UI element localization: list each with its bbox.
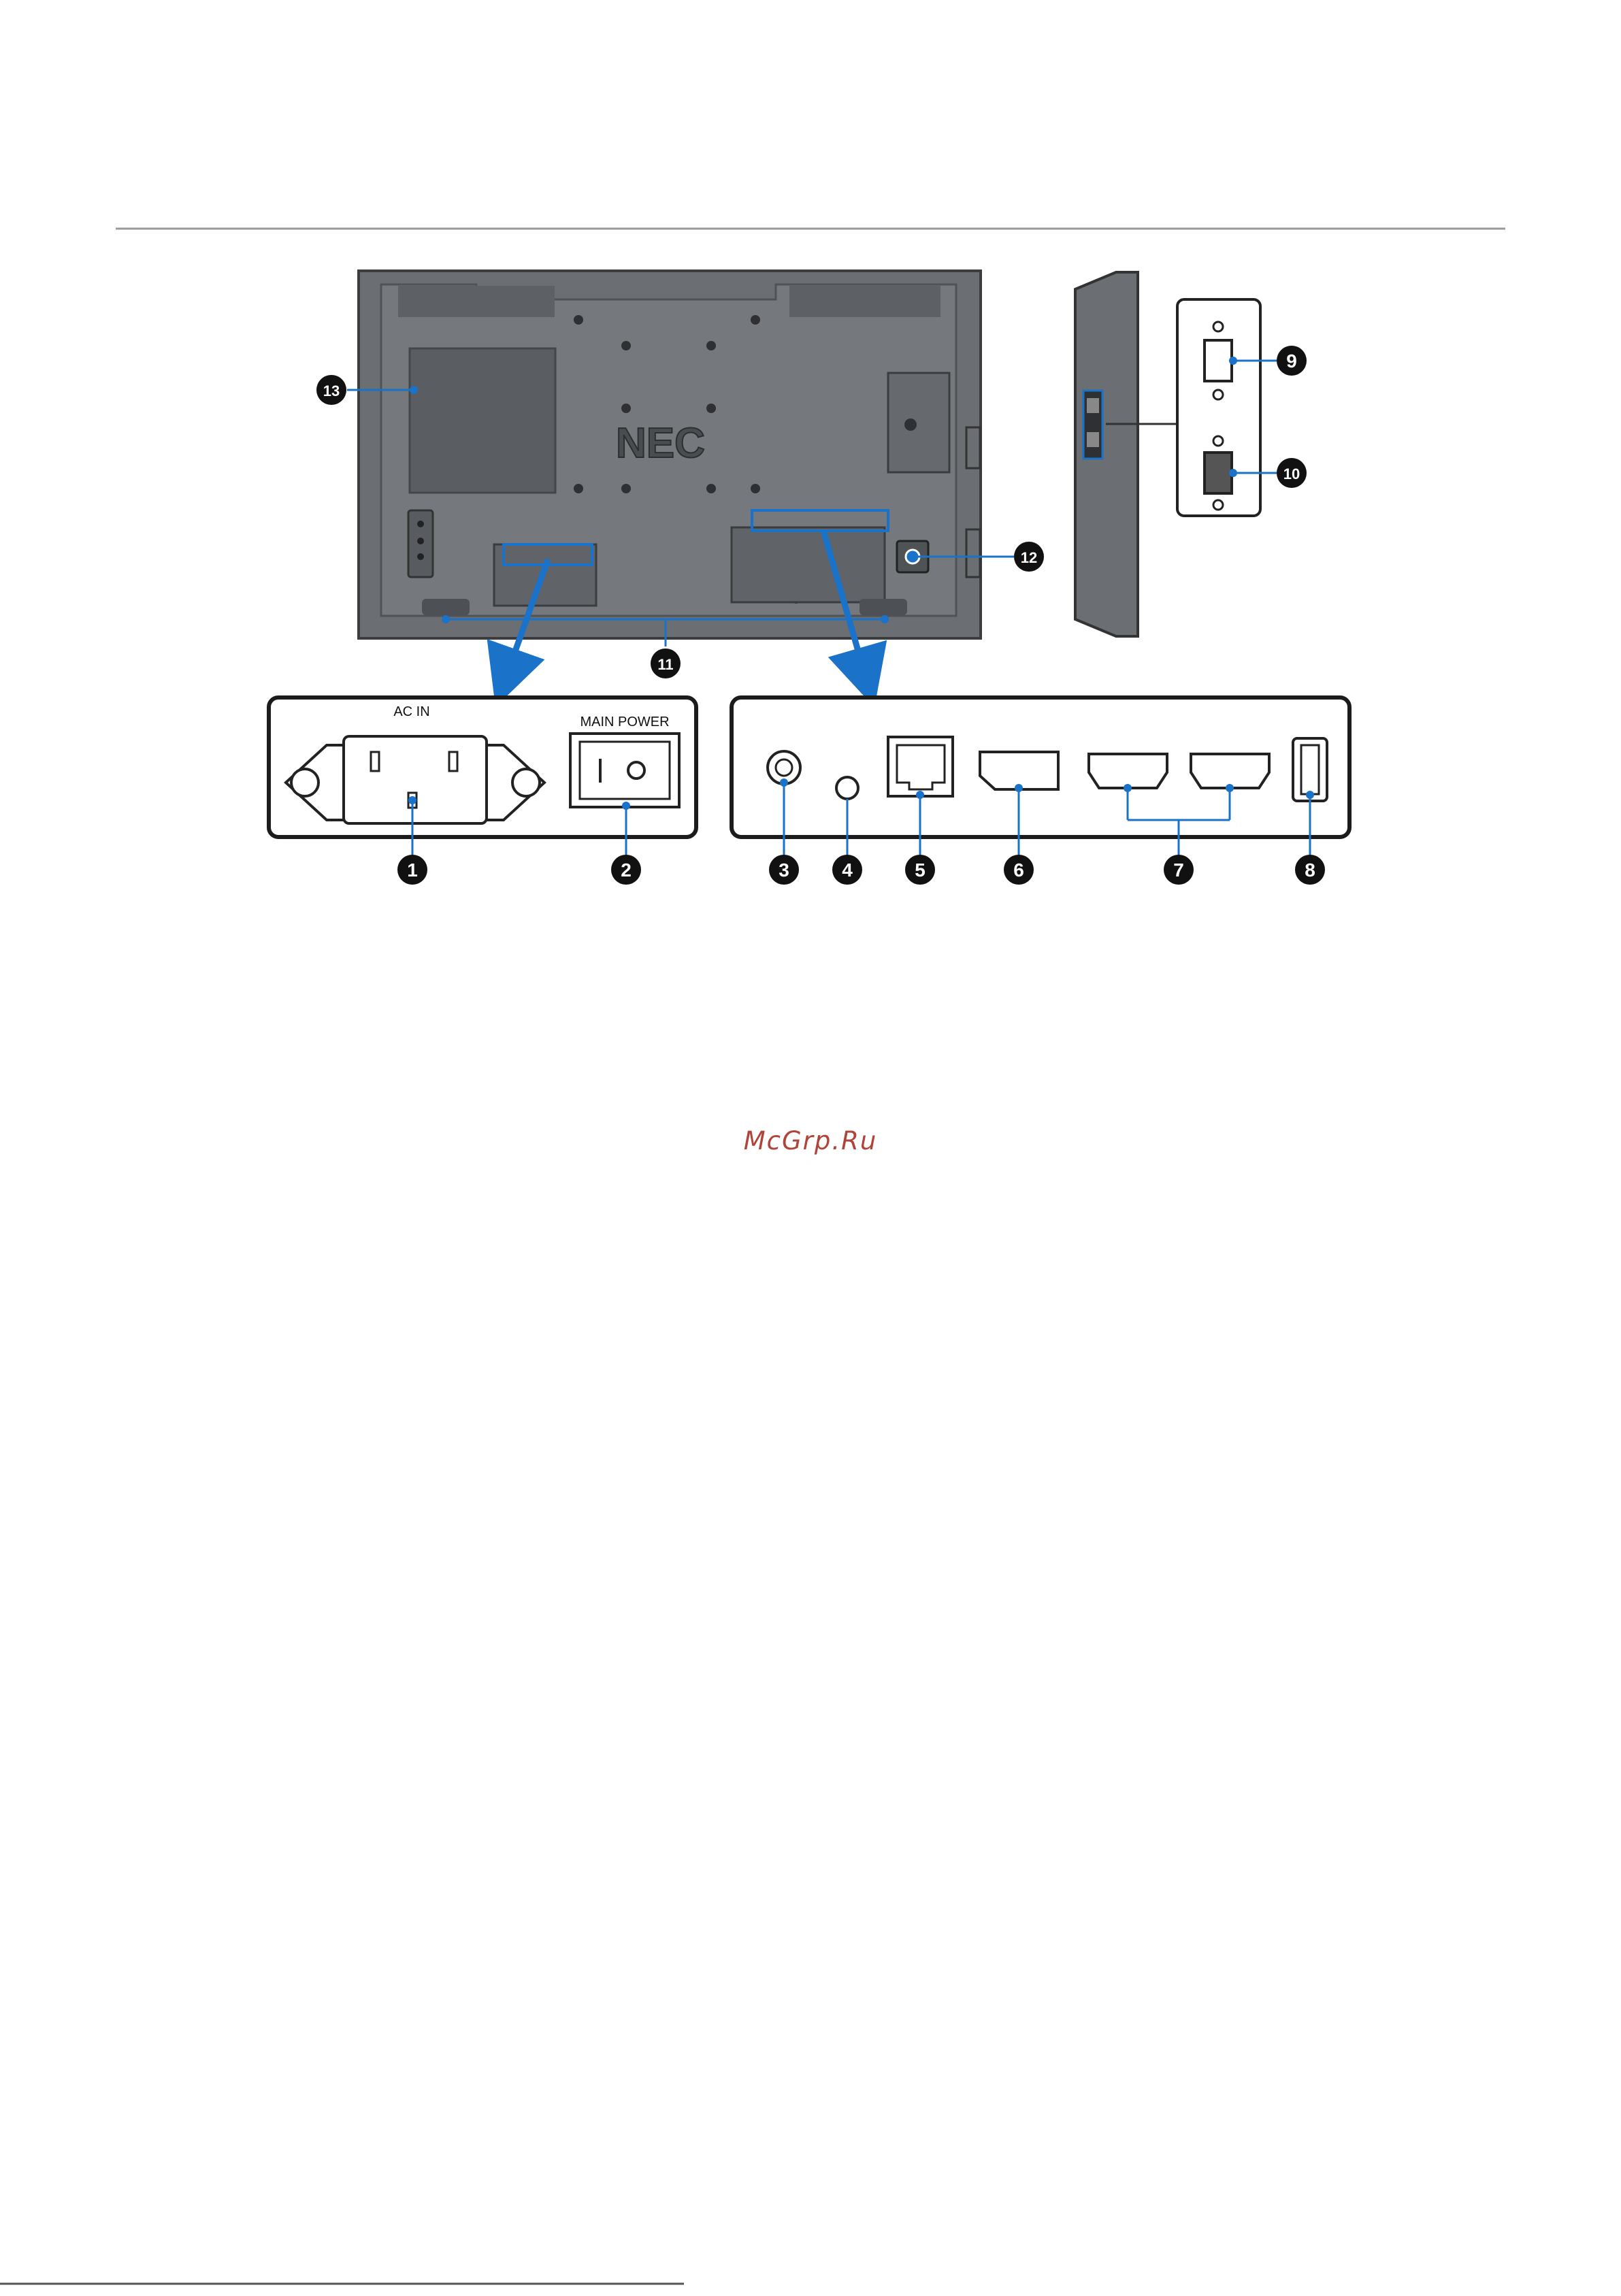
speaker-right — [859, 599, 907, 615]
ac-in-label: AC IN — [393, 704, 429, 719]
svg-text:12: 12 — [1021, 549, 1037, 566]
watermark-text: McGrp.Ru — [0, 1126, 1621, 1155]
speaker-left — [422, 599, 470, 615]
vga-port — [1205, 453, 1232, 493]
callout-12: 12 — [1014, 542, 1044, 572]
top-vent-right — [789, 286, 940, 317]
callout-10: 10 — [1277, 458, 1307, 488]
hdmi-port-1 — [1089, 754, 1167, 788]
callout-4: 4 — [832, 855, 862, 885]
monitor-side-view — [1075, 272, 1277, 636]
callout-6: 6 — [1004, 855, 1034, 885]
svg-text:9: 9 — [1286, 350, 1297, 372]
main-power-label: MAIN POWER — [580, 715, 669, 729]
rating-label-area — [410, 348, 555, 493]
top-vent-left — [398, 286, 555, 317]
callout-1: 1 — [397, 855, 427, 885]
svg-text:8: 8 — [1305, 859, 1315, 881]
svg-text:13: 13 — [323, 382, 340, 399]
rs232c-port — [1205, 340, 1232, 381]
svg-text:2: 2 — [621, 859, 632, 881]
callout-7: 7 — [1164, 855, 1194, 885]
svg-text:11: 11 — [657, 656, 673, 673]
svg-text:7: 7 — [1173, 859, 1184, 881]
brand-logo: NEC — [616, 420, 705, 467]
input-recess — [732, 527, 885, 602]
svg-text:5: 5 — [915, 859, 926, 881]
callout-5: 5 — [905, 855, 935, 885]
power-zoom-panel: AC IN MAIN POWER — [269, 698, 696, 857]
monitor-back-view: NEC — [359, 271, 981, 638]
wall-bracket — [888, 373, 949, 472]
callout-9: 9 — [1277, 346, 1307, 376]
callout-8: 8 — [1295, 855, 1325, 885]
audio-out-jack — [836, 777, 858, 799]
svg-text:4: 4 — [842, 859, 853, 881]
displayport-port — [980, 752, 1058, 789]
callout-2: 2 — [611, 855, 641, 885]
callout-3: 3 — [769, 855, 799, 885]
callout-13: 13 — [316, 375, 346, 405]
svg-text:1: 1 — [407, 859, 418, 881]
callout-11: 11 — [651, 649, 681, 678]
input-zoom-panel — [732, 698, 1349, 857]
svg-text:10: 10 — [1283, 465, 1300, 482]
svg-text:3: 3 — [779, 859, 789, 881]
svg-text:6: 6 — [1013, 859, 1024, 881]
hdmi-port-2 — [1191, 754, 1269, 788]
